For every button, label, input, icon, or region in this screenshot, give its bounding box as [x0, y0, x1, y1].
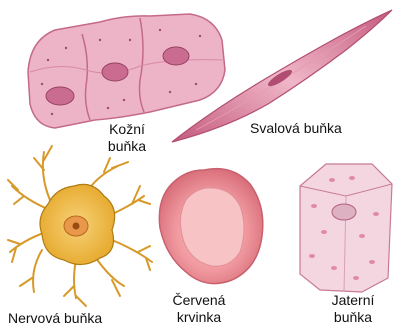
red-blood-cell-label-line2: krvinka: [168, 309, 230, 326]
nerve-cell-label: Nervová buňka: [8, 310, 102, 327]
red-blood-cell-label-line1: Červená: [168, 292, 230, 309]
red-blood-cell-label: Červená krvinka: [168, 292, 230, 326]
muscle-cell-label: Svalová buňka: [250, 120, 342, 137]
skin-cell-label-line2: buňka: [96, 138, 158, 155]
red-blood-cell-illustration: [159, 169, 262, 284]
liver-cell-label-line2: buňka: [322, 309, 384, 326]
liver-cell-label: Jaterní buňka: [322, 292, 384, 326]
skin-cell-illustration: [28, 14, 225, 128]
liver-cell-label-line1: Jaterní: [322, 292, 384, 309]
nerve-cell-illustration: [8, 146, 152, 306]
liver-cell-illustration: [300, 164, 392, 292]
skin-cell-label-line1: Kožní: [96, 121, 158, 138]
skin-cell-label: Kožní buňka: [96, 121, 158, 155]
